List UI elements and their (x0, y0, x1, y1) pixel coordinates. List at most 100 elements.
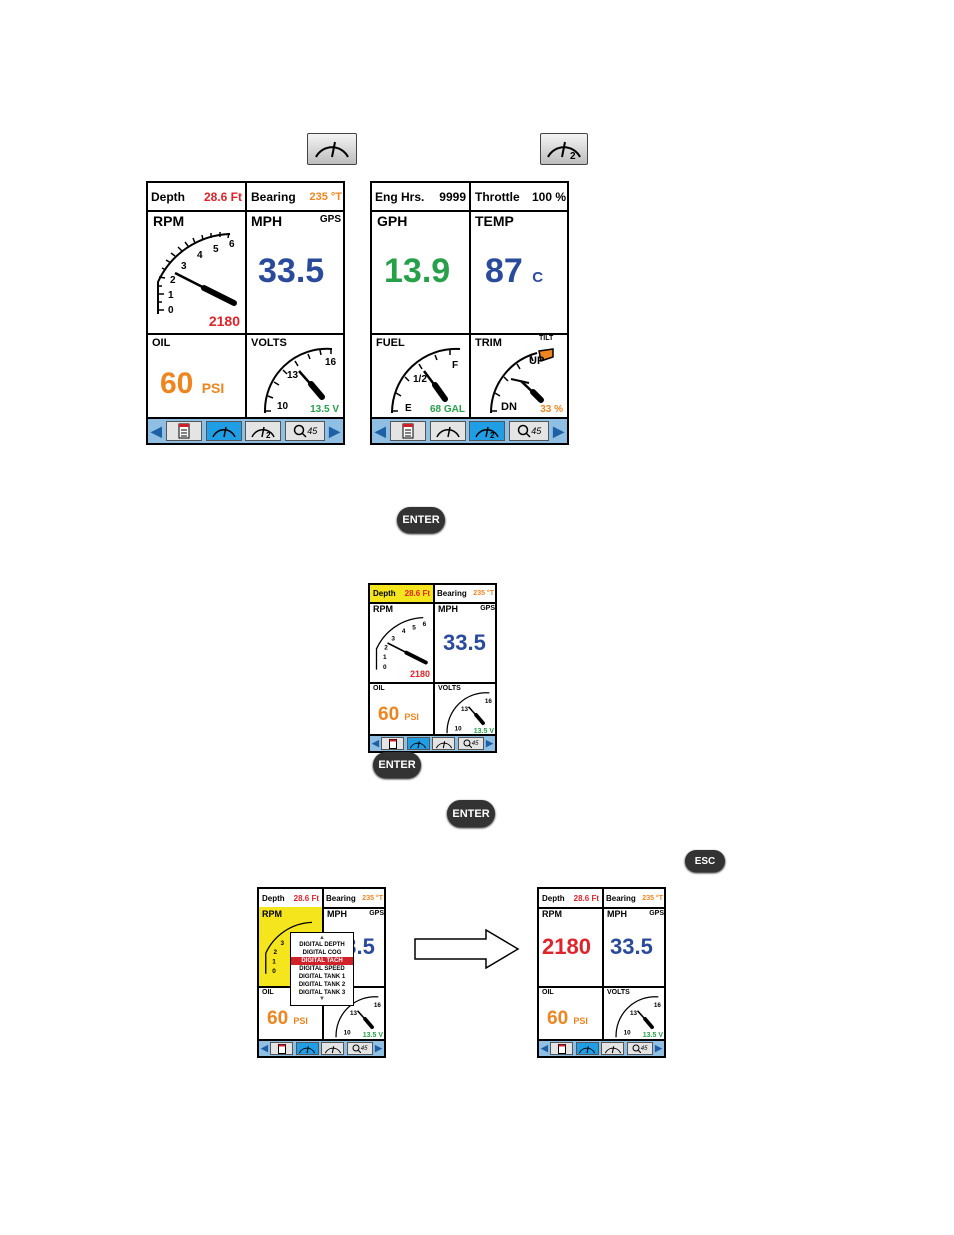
left-arrow-icon[interactable]: ◀ (375, 422, 386, 439)
menu-item[interactable]: DIGITAL SPEED (299, 966, 345, 972)
mph-panel[interactable]: MPH GPS 33.5 (435, 602, 495, 682)
rpm-title: RPM (373, 604, 393, 614)
oil-value: 60 (267, 1008, 289, 1029)
mph-panel[interactable]: MPH GPS 33.5 (604, 907, 664, 986)
volts-gauge: 10 13 16 (263, 347, 337, 414)
menu-item[interactable]: DIGITAL TANK 1 (298, 974, 346, 980)
tab-gauge-1[interactable] (575, 1042, 599, 1055)
enter-key[interactable]: ENTER (447, 800, 495, 827)
gauge-2-icon: 2 (475, 426, 500, 438)
rpm-tick-6: 6 (423, 621, 427, 628)
volts-panel[interactable]: 10 13 16 13.5 V (324, 988, 384, 1041)
temp-panel[interactable]: TEMP 87 C (471, 210, 567, 333)
trim-value: 33 % (540, 404, 563, 415)
oil-panel[interactable]: OIL 60 PSI (539, 988, 602, 1041)
bearing-value: 235 °T (362, 894, 383, 902)
trim-up-label: UP (529, 355, 545, 367)
tab-gauge-2[interactable] (601, 1042, 625, 1055)
rpm-digital-panel[interactable]: RPM 2180 (539, 907, 602, 986)
gph-panel[interactable]: GPH 13.9 (372, 210, 469, 333)
tab-gauge-1[interactable] (295, 1042, 319, 1055)
scroll-down-icon[interactable]: ▼ (319, 996, 325, 1002)
menu-item-selected[interactable]: DIGITAL TACH (291, 957, 353, 965)
right-arrow-icon[interactable]: ▶ (329, 422, 340, 439)
rpm-tick-2: 2 (273, 949, 277, 956)
volts-gauge: 10 13 16 (615, 996, 661, 1038)
fuel-value: 68 GAL (429, 404, 465, 415)
oil-panel[interactable]: OIL 60 PSI (370, 684, 433, 737)
depth-label: Depth (373, 589, 396, 598)
tab-calendar[interactable] (165, 421, 202, 441)
trim-panel[interactable]: TRIM TILT UP DN 33 % (471, 335, 567, 419)
tab-gauge-2[interactable]: 2 (245, 421, 282, 441)
gauge-2-button[interactable]: 2 (540, 133, 588, 165)
depth-cell-highlighted[interactable]: Depth 28.6 Ft (370, 585, 433, 602)
tab-page[interactable]: 45 (285, 421, 326, 441)
rpm-tick-1: 1 (272, 959, 276, 966)
oil-value: 60 (378, 704, 400, 725)
rpm-tick-3: 3 (281, 940, 285, 947)
gauge-1-button[interactable] (307, 133, 357, 165)
right-arrow-icon[interactable]: ▶ (375, 1043, 382, 1053)
rpm-tick-4: 4 (402, 628, 406, 635)
oil-title: OIL (152, 337, 171, 349)
enter-key[interactable]: ENTER (397, 507, 445, 533)
tab-calendar[interactable] (389, 421, 426, 441)
volts-panel[interactable]: VOLTS 10 13 16 13.5 V (435, 684, 495, 737)
tab-gauge-2[interactable] (432, 737, 456, 750)
tab-page[interactable]: 45 (509, 421, 550, 441)
left-arrow-icon[interactable]: ◀ (151, 422, 162, 439)
menu-item[interactable]: DIGITAL COG (302, 950, 342, 956)
volts-title: VOLTS (438, 685, 461, 692)
right-arrow-icon[interactable]: ▶ (486, 738, 493, 748)
gauge-2-icon: 2 (547, 141, 581, 161)
oil-unit: PSI (293, 1016, 308, 1026)
volts-panel[interactable]: VOLTS 10 13 16 13.5 V (247, 335, 343, 419)
rpm-panel[interactable]: RPM 0 1 2 3 4 5 6 2180 (370, 602, 433, 682)
left-arrow-icon[interactable]: ◀ (541, 1043, 548, 1053)
bearing-label: Bearing (437, 589, 467, 598)
fuel-tick-half: 1/2 (413, 374, 427, 385)
tab-calendar[interactable] (550, 1042, 574, 1055)
rpm-panel[interactable]: RPM 0 1 2 3 4 5 6 2180 (148, 210, 245, 333)
right-arrow-icon[interactable]: ▶ (655, 1043, 662, 1053)
magnifier-icon (463, 739, 472, 748)
volts-value: 13.5 V (473, 728, 494, 735)
tab-calendar[interactable] (270, 1042, 294, 1055)
tab-gauge-1[interactable] (406, 737, 430, 750)
mph-source: GPS (649, 910, 664, 917)
scroll-up-icon[interactable]: ▲ (319, 935, 325, 941)
tab-gauge-2[interactable] (321, 1042, 345, 1055)
tab-gauge-1[interactable] (429, 421, 466, 441)
menu-item[interactable]: DIGITAL TANK 2 (298, 982, 346, 988)
mph-value: 33.5 (443, 630, 486, 655)
tab-gauge-2[interactable]: 2 (469, 421, 506, 441)
fuel-panel[interactable]: FUEL E 1/2 F 68 GAL (372, 335, 469, 419)
volts-panel[interactable]: VOLTS 10 13 16 13.5 V (604, 988, 664, 1041)
tab-page[interactable]: 45 (626, 1042, 653, 1055)
tab-gauge-1[interactable] (205, 421, 242, 441)
left-arrow-icon[interactable]: ◀ (261, 1043, 268, 1053)
menu-item[interactable]: DIGITAL DEPTH (299, 942, 345, 948)
oil-value: 60 (547, 1008, 569, 1029)
rpm-tick-0: 0 (272, 968, 276, 975)
volts-tick-16: 16 (485, 698, 493, 705)
tab-page[interactable]: 45 (346, 1042, 373, 1055)
rpm-tick-0: 0 (168, 305, 174, 316)
right-arrow-icon[interactable]: ▶ (553, 422, 564, 439)
depth-label: Depth (542, 893, 565, 903)
menu-item[interactable]: DIGITAL TANK 3 (298, 990, 346, 996)
oil-panel[interactable]: OIL 60 PSI (259, 988, 322, 1041)
enter-key[interactable]: ENTER (373, 752, 421, 778)
volts-gauge: 10 13 16 (335, 996, 382, 1038)
tab-calendar[interactable] (381, 737, 405, 750)
oil-panel[interactable]: OIL 60 PSI (148, 335, 245, 419)
tab-page[interactable]: 45 (457, 737, 484, 750)
mph-panel[interactable]: MPH GPS 33.5 (247, 210, 343, 333)
trim-dn-label: DN (501, 401, 517, 413)
esc-key[interactable]: ESC (685, 850, 725, 872)
left-arrow-icon[interactable]: ◀ (372, 738, 379, 748)
calendar-icon (277, 1043, 286, 1054)
volts-tick-16: 16 (374, 1002, 382, 1009)
throttle-label: Throttle (475, 189, 520, 204)
